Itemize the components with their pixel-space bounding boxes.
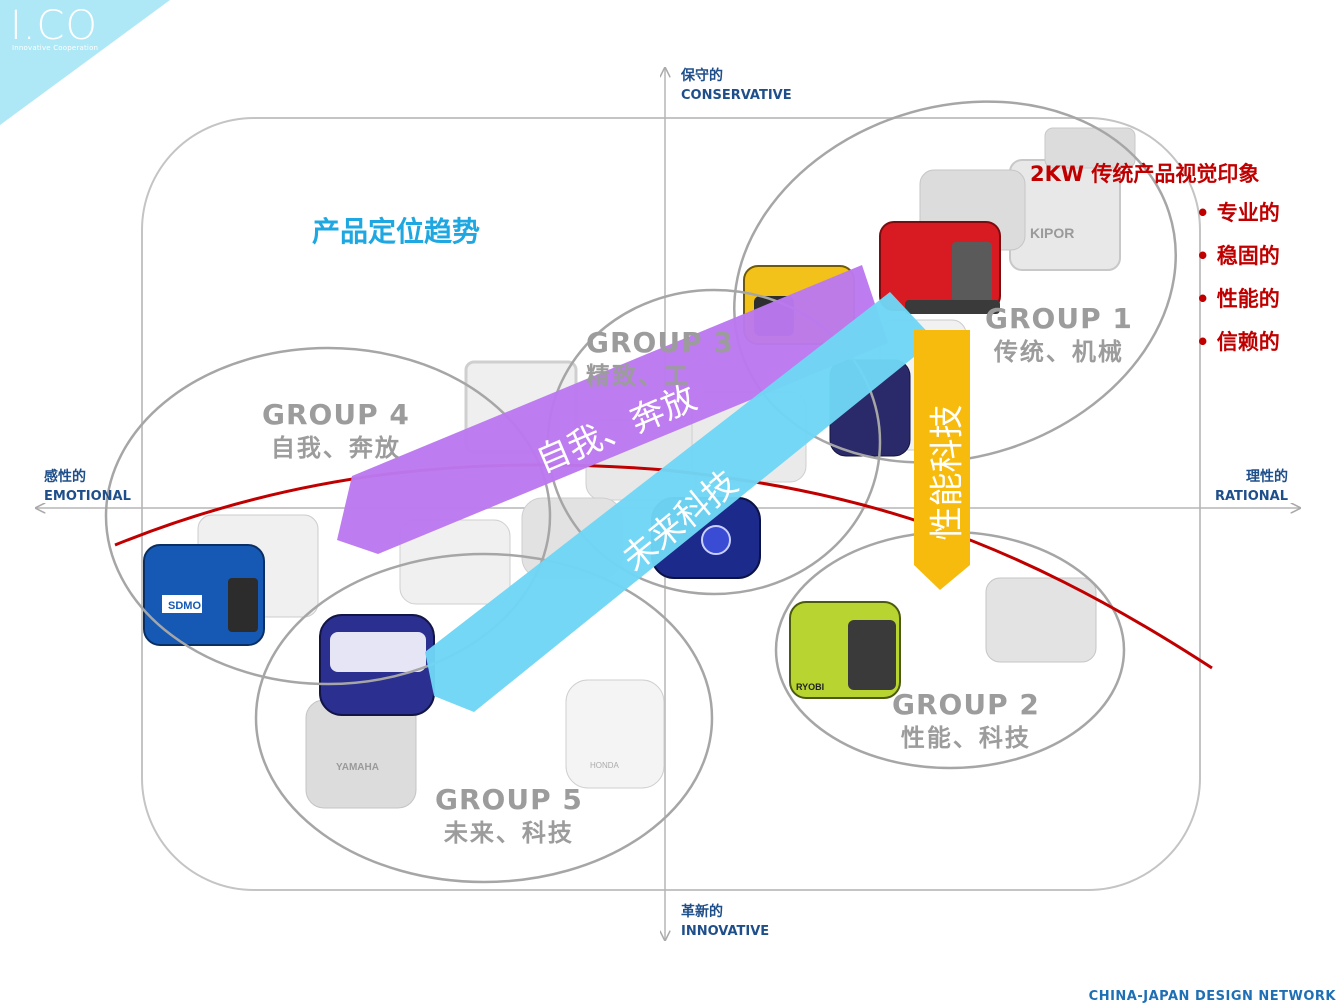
- generator-image-grey-large: [305, 699, 417, 809]
- group-4-desc: 自我、奔放: [270, 434, 401, 462]
- product-label-sdmo: SDMO: [168, 600, 201, 612]
- trend-arrow-performance-tech-label: 性能科技: [927, 404, 968, 541]
- impression-item: 性能的: [1196, 278, 1280, 321]
- page-title: 产品定位趋势: [312, 215, 481, 248]
- impression-item: 专业的: [1196, 192, 1280, 235]
- product-label-ryobi: RYOBI: [796, 682, 824, 692]
- product-label-yamaha: YAMAHA: [336, 762, 379, 773]
- product-label-kipor: KIPOR: [1030, 225, 1074, 241]
- trend-arrow-performance-tech: [914, 330, 970, 590]
- group-5-name: GROUP 5: [435, 783, 583, 816]
- group-1-desc: 传统、机械: [993, 338, 1124, 366]
- group-4-name: GROUP 4: [262, 398, 410, 431]
- generator-image-grey-right: [985, 577, 1097, 663]
- axis-label-right-cn: 理性的: [1246, 469, 1288, 485]
- axis-label-left-en: EMOTIONAL: [44, 489, 131, 504]
- group-4-label: GROUP 4 自我、奔放: [262, 398, 410, 464]
- group-3-name: GROUP 3: [586, 326, 734, 359]
- axis-label-right-en: RATIONAL: [1214, 489, 1288, 504]
- group-3-desc: 精致、工: [586, 362, 690, 390]
- impression-list: 专业的 稳固的 性能的 信赖的: [1196, 192, 1280, 364]
- product-group-4-images: SDMO: [143, 514, 319, 646]
- logo-tagline: Innovative Cooperation: [12, 44, 99, 52]
- product-label-honda: HONDA: [590, 761, 620, 770]
- group-2-desc: 性能、科技: [900, 724, 1031, 752]
- axis-label-bottom: 革新的 INNOVATIVE: [681, 902, 769, 942]
- group-5-desc: 未来、科技: [443, 819, 574, 847]
- axis-label-right: 理性的 RATIONAL: [1215, 467, 1288, 507]
- group-5-ellipse: [254, 552, 714, 884]
- product-group-5-images: YAMAHA HONDA: [305, 614, 665, 809]
- axis-label-bottom-en: INNOVATIVE: [681, 924, 770, 939]
- group-4-ellipse: [104, 346, 552, 686]
- axis-label-top-en: CONSERVATIVE: [681, 88, 792, 103]
- axis-label-left-cn: 感性的: [44, 469, 86, 485]
- trend-arrow-emotional: [337, 265, 888, 554]
- impression-item: 稳固的: [1196, 235, 1280, 278]
- impression-title: 2KW 传统产品视觉印象: [1030, 162, 1260, 186]
- group-5-label: GROUP 5 未来、科技: [435, 783, 583, 849]
- group-2-name: GROUP 2: [892, 688, 1040, 721]
- generator-image-honda-white: [565, 679, 665, 789]
- impression-item: 信赖的: [1196, 321, 1280, 364]
- logo-mark: I.CO: [10, 3, 98, 49]
- trend-arrow-future-tech: [425, 292, 935, 712]
- footer-credit: CHINA-JAPAN DESIGN NETWORK: [1088, 989, 1336, 1004]
- group-2-label: GROUP 2 性能、科技: [892, 688, 1040, 754]
- axis-label-bottom-cn: 革新的: [681, 904, 723, 920]
- axis-label-left: 感性的 EMOTIONAL: [44, 467, 131, 507]
- logo-corner: [0, 0, 170, 125]
- axis-label-top-cn: 保守的: [681, 68, 723, 84]
- group-1-name: GROUP 1: [985, 302, 1133, 335]
- product-group-2-images: RYOBI: [789, 577, 1097, 699]
- axis-label-top: 保守的 CONSERVATIVE: [681, 66, 792, 106]
- group-3-label: GROUP 3 精致、工: [586, 326, 734, 392]
- group-1-label: GROUP 1 传统、机械: [985, 302, 1133, 368]
